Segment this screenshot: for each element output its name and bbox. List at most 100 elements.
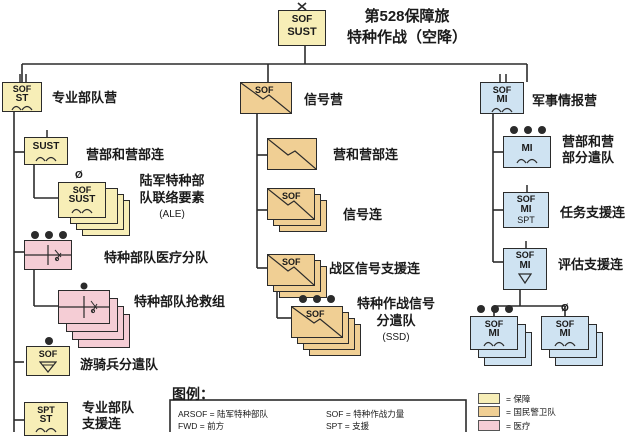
company-marker-icon xyxy=(46,130,48,137)
support-arcs-icon xyxy=(71,208,93,214)
intel-hq-symbol: MI xyxy=(503,126,551,168)
ale-label: 陆军特种部 队联络要素 (ALE) xyxy=(126,172,218,223)
signal-co-line1: SOF xyxy=(282,191,301,201)
detachment-marker-icon xyxy=(31,231,67,239)
signal-bolt-icon xyxy=(268,189,314,219)
task-line1: SOF xyxy=(516,194,536,204)
legend-abbr-value: 陆军特种部队 xyxy=(217,409,269,419)
brigade-title-line2: 特种作战（空降） xyxy=(346,29,467,46)
intel-hq-label-line1: 营部和营 xyxy=(562,134,615,149)
ranger-label: 游骑兵分遣队 xyxy=(80,357,159,372)
ssd-label-line1: 特种作战信号 xyxy=(356,296,435,311)
ale-symbol: Ø SOF SUST xyxy=(58,170,106,218)
battalion-marker-icon xyxy=(19,74,27,82)
legend-abbr-sep: = xyxy=(345,409,351,419)
legend-abbr-sep: = xyxy=(344,421,350,431)
intel-bn-line1: SOF xyxy=(492,85,512,95)
theater-label: 战区信号支援连 xyxy=(329,261,421,276)
legend-abbr-key: ARSOF xyxy=(178,409,208,419)
detachment-marker-icon xyxy=(45,337,53,345)
signal-bolt-icon xyxy=(292,307,342,337)
signal-co-label: 信号连 xyxy=(343,207,383,222)
ale-abbr: (ALE) xyxy=(159,209,185,220)
support-arcs-icon xyxy=(11,105,33,111)
eval-support-symbol: SOF MI xyxy=(503,241,547,290)
sust-hq-symbol: SUST xyxy=(24,130,68,165)
sust-bn-line2: ST xyxy=(15,93,29,104)
signal-battalion-symbol: SOF xyxy=(240,82,292,114)
signal-bolt-icon xyxy=(241,83,291,113)
legend-color-sep: = xyxy=(506,407,511,417)
support-arcs-icon xyxy=(483,341,505,347)
legend-color-sep: = xyxy=(506,394,511,404)
legend-color-sep: = xyxy=(506,421,511,431)
company-marker-icon xyxy=(525,241,527,248)
medical-detachment-symbol xyxy=(24,231,72,270)
eval-line2: MI xyxy=(519,260,531,271)
support-arcs-icon xyxy=(491,107,513,113)
legend-swatch-sustainment xyxy=(478,393,500,404)
mi-team-b-symbol: Ø SOF MI xyxy=(541,303,589,350)
ranger-detachment-symbol: SOF xyxy=(26,337,70,376)
rescue-label: 特种部队抢救组 xyxy=(134,294,226,309)
legend-color-label: 国民警卫队 xyxy=(513,407,556,417)
legend-color-sustainment: = 保障 xyxy=(506,394,530,404)
intel-bn-label: 军事情报营 xyxy=(532,93,598,108)
eval-label: 评估支援连 xyxy=(558,257,624,272)
mi-team-b-modifier: Ø xyxy=(561,303,569,314)
detachment-marker-icon xyxy=(510,126,546,134)
ssd-abbr: (SSD) xyxy=(382,332,410,343)
ale-label-line1: 陆军特种部 xyxy=(139,173,205,188)
theater-line1: SOF xyxy=(282,257,301,267)
legend-abbr-key: FWD xyxy=(178,421,198,431)
support-co-label-line1: 专业部队 xyxy=(82,400,135,415)
brigade-title: 第528保障旅 特种作战（空降） xyxy=(332,6,482,48)
company-marker-icon xyxy=(526,185,528,192)
task-label: 任务支援连 xyxy=(560,205,626,220)
signal-bn-line1: SOF xyxy=(255,85,274,95)
signal-bn-label: 信号营 xyxy=(304,92,344,107)
ranger-line1: SOF xyxy=(38,349,58,359)
eval-line1: SOF xyxy=(515,250,535,260)
support-company-symbol: SPT ST xyxy=(24,402,68,436)
legend-swatch-medical xyxy=(478,420,500,431)
signal-hq-label: 营和营部连 xyxy=(333,147,399,162)
theater-signal-symbol: SOF xyxy=(267,254,315,286)
brigade-x-icon xyxy=(297,2,307,11)
medical-cross-icon xyxy=(25,245,71,265)
mi-team-a-line2: MI xyxy=(488,328,500,339)
medical-label: 特种部队医疗分队 xyxy=(104,250,209,265)
intel-hq-label: 营部和营 部分遣队 xyxy=(562,134,614,166)
ssd-label: 特种作战信号 分遣队 (SSD) xyxy=(344,295,448,346)
support-arcs-icon xyxy=(35,427,57,433)
ale-label-line2: 队联络要素 xyxy=(139,190,205,205)
legend-swatch-guard xyxy=(478,406,500,417)
support-arcs-icon xyxy=(516,158,538,164)
legend-abbr-fwd: FWD = 前方 xyxy=(178,421,224,431)
sust-bn-line1: SOF xyxy=(12,84,32,94)
rescue-team-symbol xyxy=(58,282,110,324)
mi-team-b-line2: MI xyxy=(559,328,571,339)
task-line3: SPT xyxy=(517,215,535,225)
support-co-label: 专业部队 支援连 xyxy=(82,400,134,432)
top-unit-line1: SOF xyxy=(291,14,313,25)
mi-team-a-symbol: SOF MI xyxy=(470,305,518,350)
legend-color-label: 保障 xyxy=(513,394,531,404)
sust-hq-line1: SUST xyxy=(32,141,60,152)
legend-abbr-key: SOF xyxy=(326,409,344,419)
ale-line1: SOF xyxy=(72,185,92,195)
team-marker-icon xyxy=(80,282,88,290)
mi-team-b-line1: SOF xyxy=(555,319,575,329)
intel-bn-line2: MI xyxy=(496,94,508,105)
signal-bolt-icon xyxy=(268,139,316,169)
task-support-symbol: SOF MI SPT xyxy=(503,185,549,228)
down-arrow-icon xyxy=(518,273,532,285)
sust-hq-label: 营部和营部连 xyxy=(86,147,165,162)
ssd-line1: SOF xyxy=(306,309,325,319)
legend-color-guard: = 国民警卫队 xyxy=(506,407,556,417)
legend-abbr-key: SPT xyxy=(326,421,343,431)
shield-icon xyxy=(39,361,57,373)
legend-abbr-value: 前方 xyxy=(207,421,225,431)
